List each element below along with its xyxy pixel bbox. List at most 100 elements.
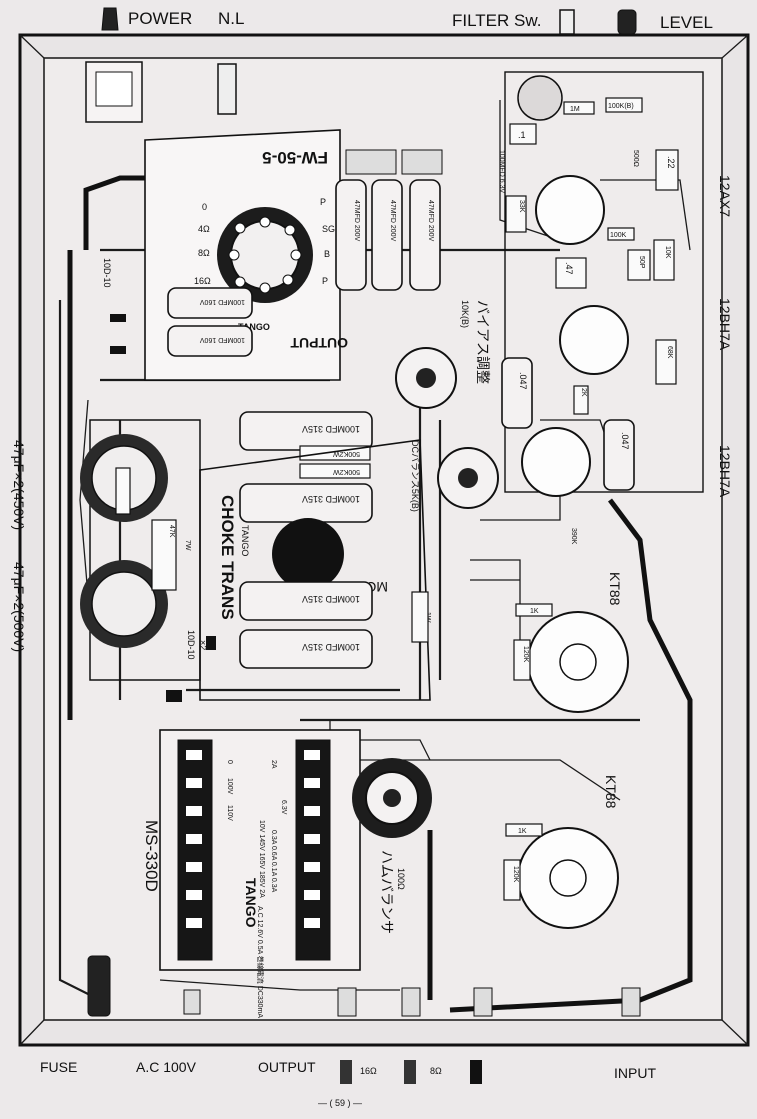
label-16-ohm: 16Ω: [360, 1066, 377, 1076]
preamp-board: 1M 100K(B) .1 100MFD 6.3V 33K .22 500Ω 1…: [498, 71, 704, 545]
filter-switch-icon: [559, 9, 575, 35]
cap-clamp-b: [401, 149, 443, 175]
label-output: OUTPUT: [258, 1059, 316, 1075]
svg-text:6.3V: 6.3V: [280, 800, 287, 815]
svg-text:A.C 12.6V 0.5A 巻線電流 DC330mA: A.C 12.6V 0.5A 巻線電流 DC330mA: [256, 906, 265, 1018]
svg-text:100MFD 160V: 100MFD 160V: [200, 336, 245, 343]
cap-point-22: [655, 149, 679, 191]
svg-text:120K: 120K: [522, 646, 529, 663]
svg-text:500K2W: 500K2W: [333, 468, 360, 475]
ac-inlet: [183, 989, 201, 1015]
resistor-1m: [563, 101, 595, 115]
diode-bottom-1: [206, 636, 216, 650]
resistor-68k: [655, 339, 677, 385]
resistor-1k-a: [515, 603, 553, 617]
label-12ax7: 12AX7: [717, 175, 733, 217]
label-fuse: FUSE: [40, 1059, 77, 1075]
svg-text:100K(B): 100K(B): [608, 103, 634, 110]
resistor-100k: [607, 227, 635, 241]
output-caps: 100MFD 160V 100MFD 160V: [167, 287, 253, 357]
page-number: — ( 59 ) —: [318, 1098, 362, 1108]
power-terminal-lugs: [186, 750, 320, 928]
cap-47mfd-200v-a: [335, 179, 367, 291]
tube-socket-kt88-1-key: [559, 643, 597, 681]
bottom-labels: FUSE A.C 100V OUTPUT 16Ω 8Ω INPUT — ( 59…: [40, 1059, 656, 1108]
svg-text:110V: 110V: [226, 805, 233, 821]
resistor-120k-b: [503, 859, 521, 901]
cap-47mfd-200v-c: [409, 179, 441, 291]
tap-p: P: [320, 197, 326, 207]
svg-text:100K: 100K: [610, 232, 627, 239]
resistor-10k: [653, 239, 675, 281]
tap-b: B: [324, 249, 330, 259]
svg-text:0: 0: [226, 760, 233, 764]
diode-top-1: [110, 314, 126, 322]
diode-bottom-2: [166, 690, 182, 702]
svg-text:47MFD 200V: 47MFD 200V: [389, 200, 396, 242]
label-kt88-1: KT88: [607, 572, 623, 606]
dc-balance-label: DCバランス5K(B): [410, 440, 420, 512]
svg-text:10V 145V 165V 185V 2A: 10V 145V 165V 185V 2A: [258, 820, 265, 898]
filter-caps: 47K 7W: [80, 419, 201, 681]
svg-text:10K: 10K: [664, 246, 671, 259]
power-transformer-model: MS-330D: [142, 820, 161, 892]
svg-text:100V: 100V: [226, 778, 233, 795]
label-input: INPUT: [614, 1065, 656, 1081]
svg-text:500K2W: 500K2W: [333, 450, 360, 457]
choke-brand: TANGO: [240, 525, 250, 556]
input-jack: [621, 987, 641, 1017]
diodes-top: 10D-10: [102, 258, 126, 354]
svg-text:33K: 33K: [518, 200, 525, 213]
nl-lamp-socket: [217, 63, 237, 115]
bias-adjust-shaft: [416, 368, 436, 388]
cap-100mfd-160v-a: [167, 287, 253, 319]
hum-balancer: ハムバランサ 100Ω: [352, 758, 432, 934]
label-12bh7a-1: 12BH7A: [717, 298, 733, 351]
power-transformer: MS-330D TANGO 0 100V 110V 2A 6.3V 10V 14…: [142, 729, 361, 1018]
svg-text:47MFD 200V: 47MFD 200V: [353, 200, 360, 242]
level-pot-body: [517, 75, 563, 121]
resistor-100k-b: [605, 97, 643, 113]
label-12bh7a-2: 12BH7A: [717, 445, 733, 498]
hum-balancer-shaft: [383, 789, 401, 807]
cap-clamp-a: [345, 149, 397, 175]
svg-text:100MFD 315V: 100MFD 315V: [302, 642, 360, 652]
diode-label-bottom: 10D-10: [186, 630, 196, 660]
resistor-1w: [411, 591, 429, 643]
bias-pot-value: 10K(B): [460, 300, 470, 328]
tap-sg: SG: [322, 224, 335, 234]
svg-text:.1: .1: [518, 130, 526, 140]
output-transformer-name: OUTPUT: [290, 335, 348, 351]
fuse-holder: [87, 955, 111, 1017]
svg-text:1K: 1K: [518, 828, 527, 835]
output-8-post-icon: [404, 1060, 416, 1084]
bias-adjust: 10K(B) バイアス調整: [395, 300, 491, 409]
hum-balancer-label: ハムバランサ: [379, 850, 395, 934]
output-transformer-brand: TANGO: [238, 322, 270, 332]
tap-4: 4Ω: [198, 224, 210, 234]
tube-socket-12bh7a-1: [559, 305, 629, 375]
svg-text:68K: 68K: [666, 346, 673, 359]
svg-text:47K: 47K: [168, 525, 175, 538]
kt88-1: 1K 120K 1W: [411, 591, 629, 713]
choke-section: 100MFD 315V 500K2W 500K2W 100MFD 315V CH…: [166, 411, 431, 702]
resistor-100k-1w: [115, 467, 131, 515]
kt88-2: 1K 120K: [503, 823, 619, 929]
svg-text:.22: .22: [666, 156, 676, 169]
heavy-wiring: [58, 100, 693, 1013]
svg-text:.047: .047: [620, 432, 630, 450]
tube-socket-12ax7: [535, 175, 605, 245]
svg-text:100MFD 160V: 100MFD 160V: [200, 298, 245, 305]
svg-text:1K: 1K: [530, 608, 539, 615]
svg-text:100MFD 6.3V: 100MFD 6.3V: [498, 150, 505, 194]
level-knob-icon: [617, 9, 637, 35]
label-nl: N.L: [218, 9, 244, 28]
svg-text:2K: 2K: [580, 388, 587, 397]
cap-point-1: [509, 123, 537, 145]
svg-text:.047: .047: [518, 372, 528, 390]
top-panel: POWER N.L FILTER Sw. LEVEL: [101, 7, 713, 35]
resistor-500k-2w-b: [299, 463, 371, 479]
svg-text:7W: 7W: [184, 540, 191, 551]
